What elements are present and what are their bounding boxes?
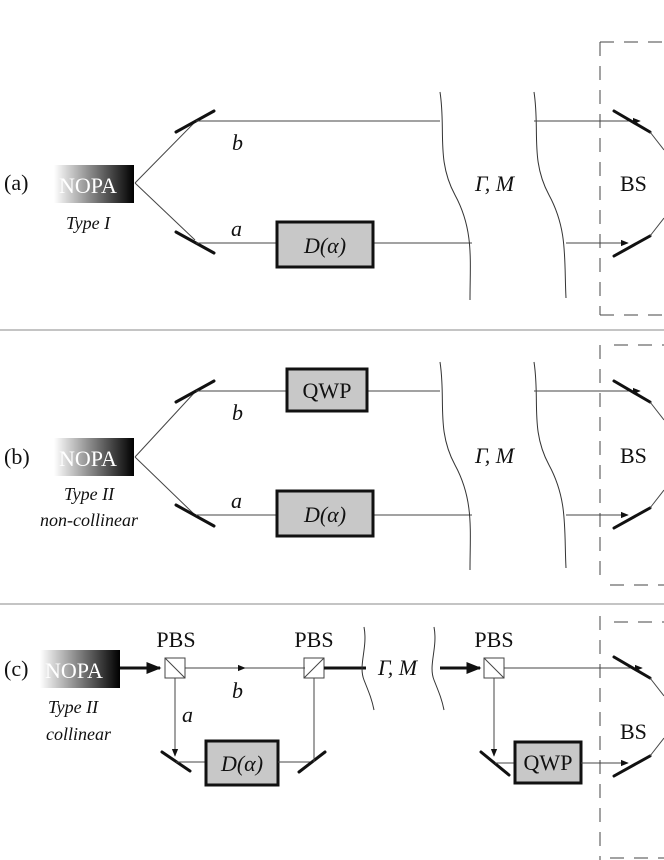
channel-label-a: Γ, M (474, 171, 516, 196)
bs-label-b: BS (620, 443, 647, 468)
beam-to-bs-lower-b (649, 489, 664, 509)
beam-to-bs-upper-a (649, 131, 664, 151)
beam-a-label-a: a (231, 216, 242, 241)
mirror-lower-a (174, 230, 216, 255)
bs-label-a: BS (620, 171, 647, 196)
displacement-label-c: D(α) (220, 751, 263, 776)
panel-b: (b) NOPA Type II non-collinear b QWP a D… (4, 344, 664, 586)
mirror-det-lower-a (612, 234, 652, 258)
beam-to-bs-lower-c (649, 737, 664, 757)
channel-curve-right-a (533, 91, 567, 299)
channel-curve-left-b (439, 361, 471, 571)
mirror-det-lower-b (612, 506, 652, 530)
channel-curve-right-c (431, 626, 445, 711)
qwp-label-c: QWP (524, 750, 573, 775)
nopa-source-b (54, 438, 134, 476)
beam-b-label-c: b (232, 678, 243, 703)
nopa-c-label: NOPA (45, 658, 103, 683)
nopa-c-caption-1: Type II (48, 697, 99, 717)
beam-to-bs-upper-b (649, 401, 664, 421)
qwp-label-b: QWP (303, 378, 352, 403)
beam-upper-diag-b (134, 391, 196, 458)
nopa-source-c (40, 650, 120, 688)
channel-label-c: Γ, M (377, 655, 419, 680)
pbs-1-diag (164, 657, 186, 679)
nopa-a-caption: Type I (66, 213, 111, 233)
pbs-2-diag (303, 657, 325, 679)
pbs-2-label: PBS (294, 627, 333, 652)
panel-b-label: (b) (4, 444, 30, 469)
panel-c: (c) NOPA Type II collinear PBS b a D(α) … (4, 616, 664, 860)
mirror-upper-b (174, 379, 216, 404)
mirror-det-upper-a (612, 109, 652, 134)
beam-lower-diag-a (134, 182, 196, 241)
nopa-b-caption-1: Type II (64, 484, 115, 504)
nopa-b-label: NOPA (59, 446, 117, 471)
panel-a: (a) NOPA Type I b a D(α) Γ, M BS (4, 41, 664, 316)
pbs-3-diag (483, 657, 505, 679)
beam-to-bs-upper-c (649, 677, 664, 697)
beam-b-label-b: b (232, 400, 243, 425)
qwp-box-c (513, 740, 583, 785)
displacement-box-c (204, 739, 280, 787)
mirror-upper-a (174, 109, 216, 134)
beam-a-label-b: a (231, 488, 242, 513)
beam-lower-diag-b (134, 456, 196, 516)
pbs-3-label: PBS (474, 627, 513, 652)
nopa-c-caption-2: collinear (46, 724, 112, 744)
mirror-det-upper-b (612, 379, 652, 404)
beam-b-label-a: b (232, 130, 243, 155)
beam-upper-diag-a (134, 121, 196, 184)
channel-label-b: Γ, M (474, 443, 516, 468)
panel-c-label: (c) (4, 656, 28, 681)
beam-to-bs-lower-a (649, 217, 664, 237)
channel-curve-left-a (439, 91, 471, 301)
nopa-source-a (54, 165, 134, 203)
mirror-c-2 (297, 750, 327, 774)
qwp-box-b (285, 367, 369, 413)
nopa-a-label: NOPA (59, 173, 117, 198)
displacement-box-b (275, 489, 375, 538)
displacement-label-a: D(α) (303, 233, 346, 258)
displacement-box-a (275, 220, 375, 269)
displacement-label-b: D(α) (303, 502, 346, 527)
mirror-det-upper-c (612, 655, 652, 680)
nopa-b-caption-2: non-collinear (40, 510, 139, 530)
panel-a-label: (a) (4, 170, 28, 195)
beam-a-label-c: a (182, 702, 193, 727)
channel-curve-right-b (533, 361, 567, 569)
mirror-lower-b (174, 503, 216, 528)
bs-label-c: BS (620, 719, 647, 744)
mirror-det-lower-c (612, 754, 652, 778)
channel-curve-left-c (361, 626, 375, 711)
pbs-1-label: PBS (156, 627, 195, 652)
